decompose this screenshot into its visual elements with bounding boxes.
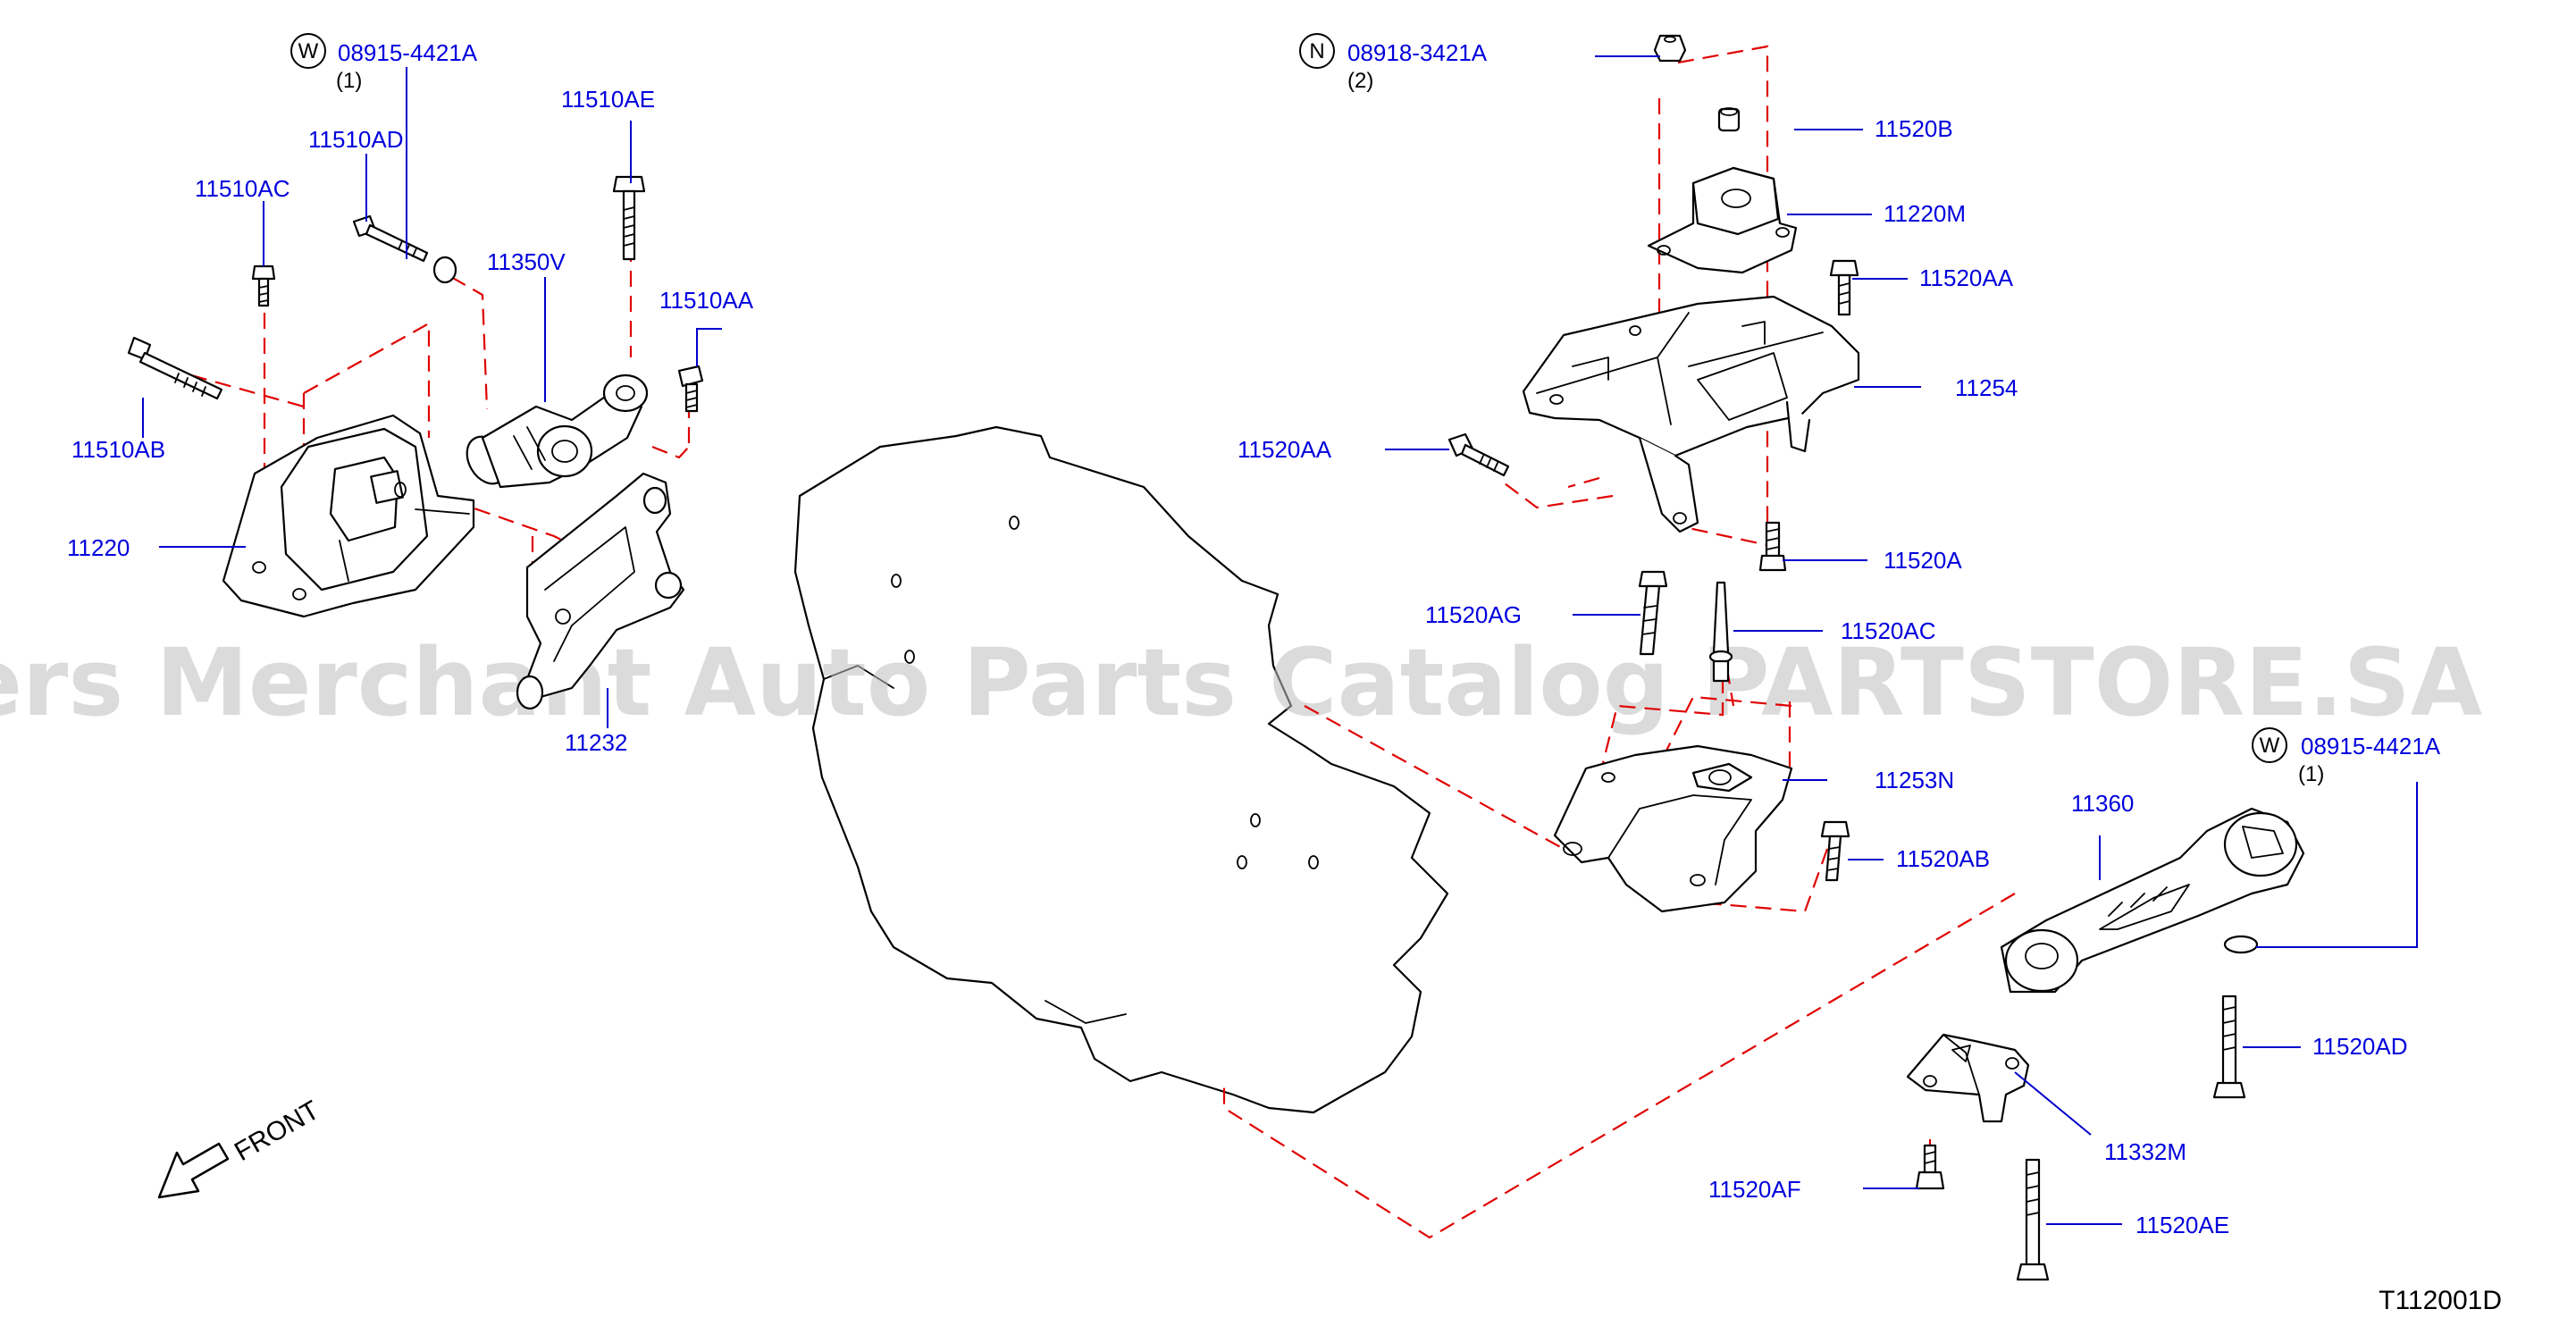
marker-w-top-text: W [298,39,319,63]
center-mount-group [1447,34,1860,913]
bolt-11520ad-icon [2212,994,2246,1099]
watermark-text: Offers Merchant Auto Parts Catalog PARTS… [0,628,2482,737]
label-11220[interactable]: 11220 [67,534,130,561]
label-11520a[interactable]: 11520A [1884,547,1962,574]
front-label: FRONT [230,1095,324,1167]
qty-08915-4421a-right: (1) [2298,762,2324,786]
right-mount-group [1906,807,2305,1281]
bolt-11510aa-left-icon [677,365,704,413]
bolt-11520af-icon [1915,1144,1945,1190]
label-11520ae[interactable]: 11520AE [2135,1212,2229,1238]
bracket-11253n-icon [1553,744,1793,913]
front-arrow-icon [157,1142,230,1199]
label-11510ab[interactable]: 11510AB [71,436,165,463]
label-11520ad[interactable]: 11520AD [2312,1033,2408,1060]
label-11350v[interactable]: 11350V [487,248,566,275]
label-11510ac[interactable]: 11510AC [195,175,290,202]
washer-right-icon [2223,935,2259,954]
label-11510ad[interactable]: 11510AD [308,126,404,153]
label-11360[interactable]: 11360 [2071,790,2134,817]
label-11510ae[interactable]: 11510AE [561,86,655,113]
label-11520aa-left[interactable]: 11520AA [1238,436,1332,463]
label-11520b[interactable]: 11520B [1875,115,1953,142]
label-11510aa-left[interactable]: 11510AA [659,287,754,314]
marker-n: N [1299,33,1335,69]
bolt-11510ab-icon [127,336,223,400]
bolt-11520ab-icon [1820,820,1850,882]
label-11520ac[interactable]: 11520AC [1841,617,1936,644]
left-mount-group [127,175,704,710]
qty-08918-3421a: (2) [1347,69,1373,93]
figure-code: T112001D [2379,1286,2502,1315]
label-11520aa-right[interactable]: 11520AA [1919,264,2014,291]
qty-08915-4421a-top: (1) [336,69,362,93]
label-08915-4421a-right[interactable]: 08915-4421A [2301,733,2441,760]
bracket-11254-icon [1522,295,1860,533]
bolt-11510ad-icon [352,214,429,263]
label-11520af[interactable]: 11520AF [1708,1176,1801,1203]
label-11253n[interactable]: 11253N [1875,767,1954,793]
marker-w-right-text: W [2260,734,2280,758]
label-11520ab[interactable]: 11520AB [1896,845,1990,872]
bolt-11520aa-left-icon [1447,432,1510,477]
stud-11520b-icon [1717,107,1741,132]
bracket-11332m-icon [1906,1033,2030,1123]
leader-lines [142,55,2418,1225]
bolt-11510ae-icon [612,175,646,261]
bracket-11232-icon [516,472,685,710]
marker-n-text: N [1309,39,1324,63]
bolt-11520ae-icon [2016,1158,2050,1281]
label-11220m[interactable]: 11220M [1884,200,1966,227]
insulator-11220m-icon [1647,166,1798,274]
torque-rod-11360-icon [2000,807,2305,994]
stud-11520a-icon [1758,521,1787,572]
torque-rod-11350v-icon [466,373,649,489]
marker-w-right: W [2252,727,2287,763]
label-11254[interactable]: 11254 [1955,374,2018,401]
part-labels: 08915-4421A (1) 11510AD 11510AE 11510AC … [67,39,2441,1238]
bolt-11520ag-icon [1638,570,1668,656]
label-08915-4421a-top[interactable]: 08915-4421A [338,39,478,66]
engine-mount-11220-icon [222,414,475,618]
label-11520ag[interactable]: 11520AG [1425,601,1522,628]
washer-icon [432,256,457,284]
front-direction-indicator: FRONT [157,1095,324,1199]
bolt-11510ac-icon [251,264,276,307]
marker-w-top: W [290,33,326,69]
label-11332m[interactable]: 11332M [2104,1138,2186,1165]
label-08918-3421a[interactable]: 08918-3421A [1347,39,1488,66]
nut-08918-3421a-icon [1653,34,1687,63]
engine-outline [793,425,1449,1114]
label-11232[interactable]: 11232 [565,729,627,756]
bolt-11520aa-right-icon [1829,259,1859,316]
stud-11520ac-icon [1708,581,1733,683]
